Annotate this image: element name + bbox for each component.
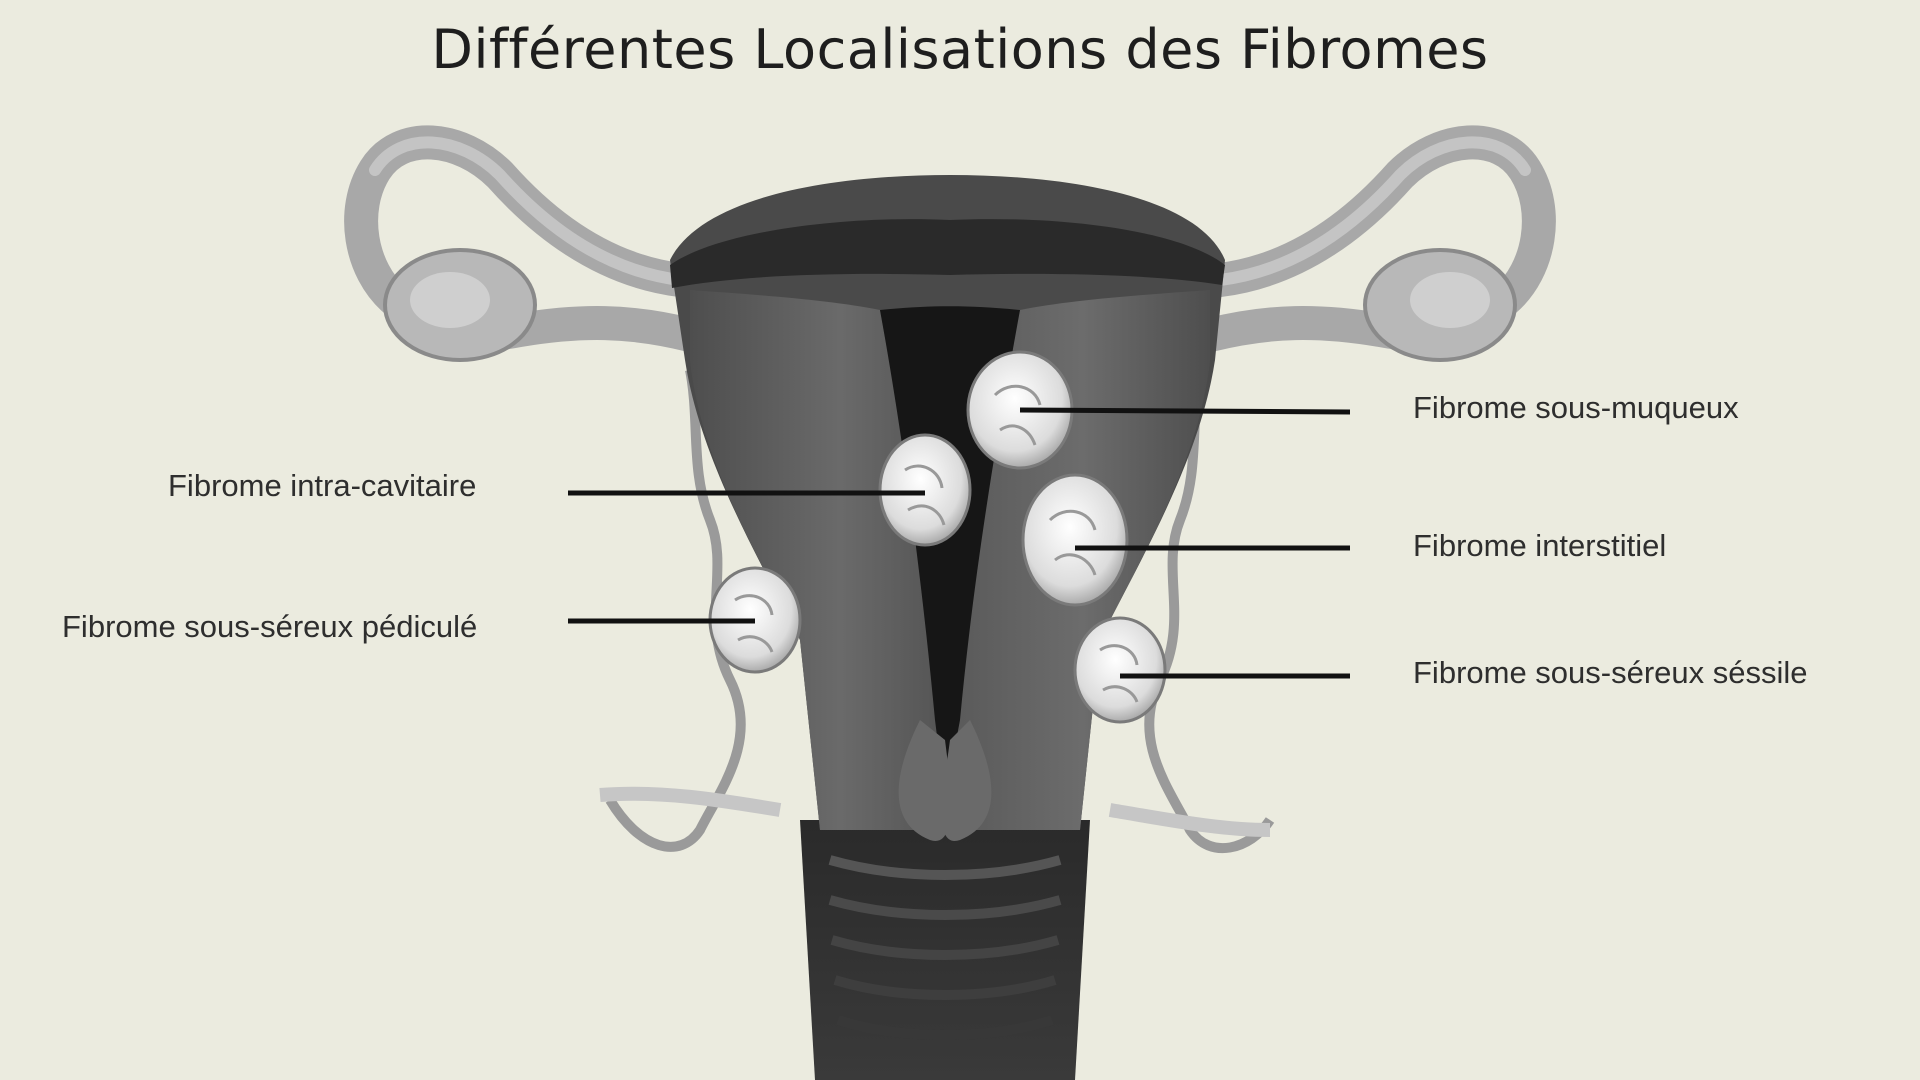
left-blood-vessel	[605, 369, 746, 852]
left-uterine-wall	[690, 290, 940, 830]
label-fibrome-sous-sereux-pedicule: Fibrome sous-séreux pédiculé	[62, 609, 478, 644]
leader-line-sous-muqueux	[1019, 407, 1351, 415]
label-fibrome-sous-sereux-sessile: Fibrome sous-séreux séssile	[1413, 655, 1808, 690]
label-fibrome-intra-cavitaire: Fibrome intra-cavitaire	[168, 468, 477, 503]
diagram-title: Différentes Localisations des Fibromes	[431, 18, 1489, 81]
left-fallopian-tube	[344, 125, 707, 362]
label-fibrome-interstitiel: Fibrome interstitiel	[1413, 528, 1667, 563]
fibroid-intra-cavitaire	[878, 433, 972, 547]
fibroid-sous-sereux-sessile	[1073, 616, 1167, 724]
fibroid-interstitiel	[1021, 473, 1129, 607]
label-fibrome-sous-muqueux: Fibrome sous-muqueux	[1413, 390, 1739, 425]
right-fallopian-tube	[1193, 125, 1556, 362]
